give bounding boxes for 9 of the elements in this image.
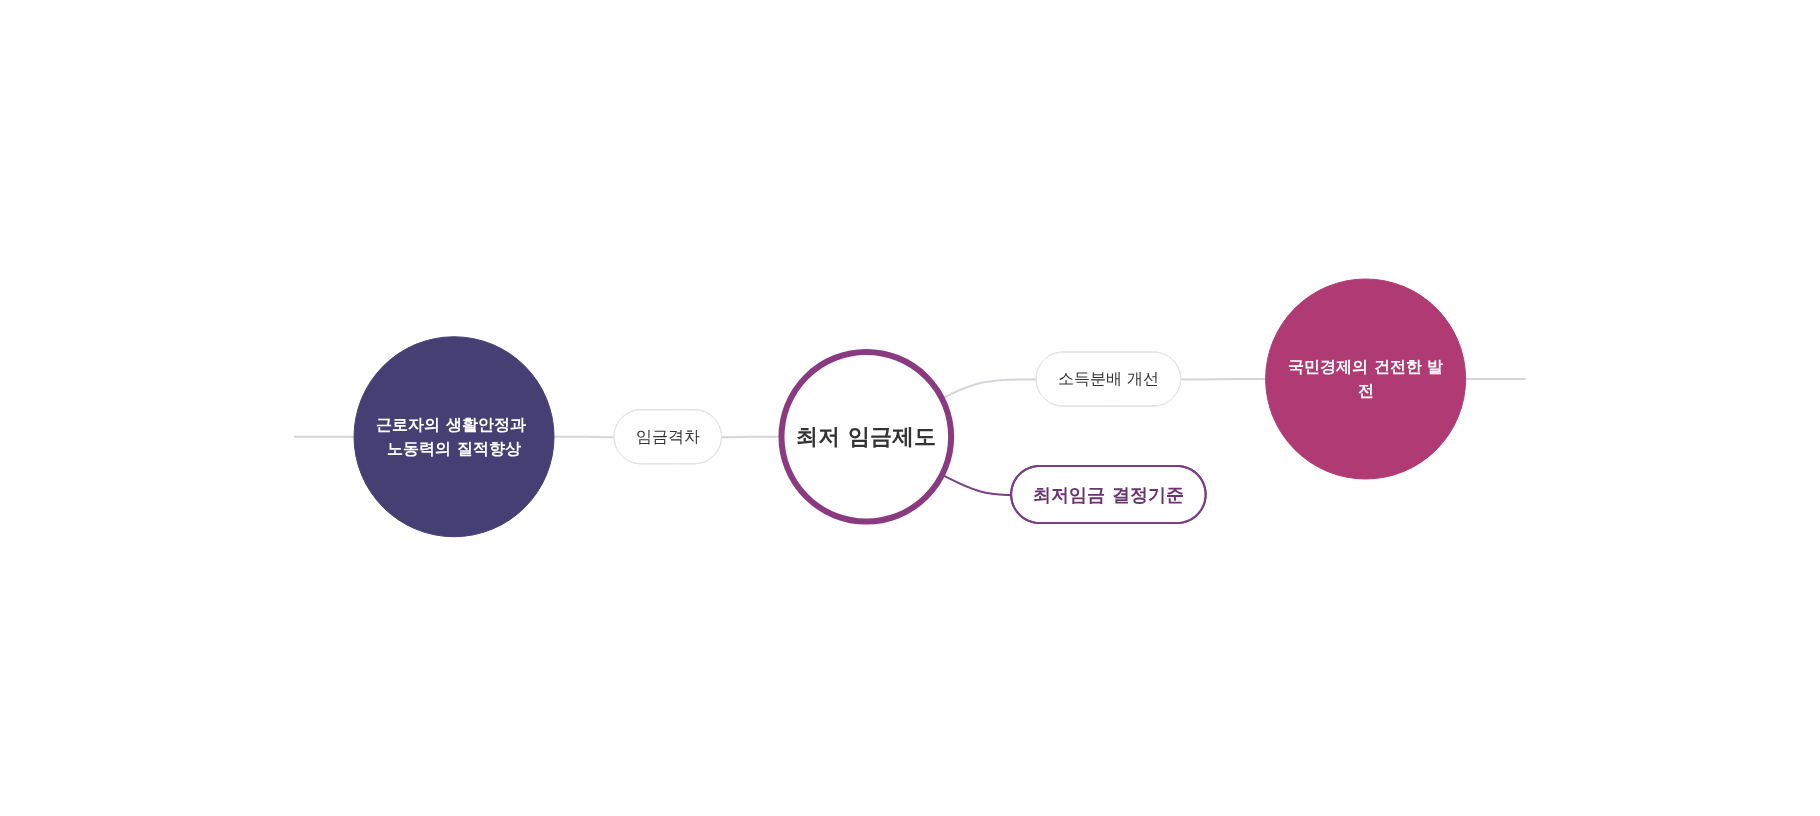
node-text: 임금격차 xyxy=(635,426,700,446)
connector xyxy=(1464,378,1527,381)
node-circle: 최저 임금제도 xyxy=(778,349,955,525)
connector xyxy=(293,435,356,438)
node-text: 소득분배 개선 xyxy=(1058,369,1160,389)
node-circle: 근로자의 생활안정과 노동력의 질적향상 xyxy=(353,336,555,538)
node-circle: 국민경제의 건전한 발전 xyxy=(1265,278,1467,480)
connector xyxy=(1180,378,1267,381)
connector xyxy=(553,435,616,439)
